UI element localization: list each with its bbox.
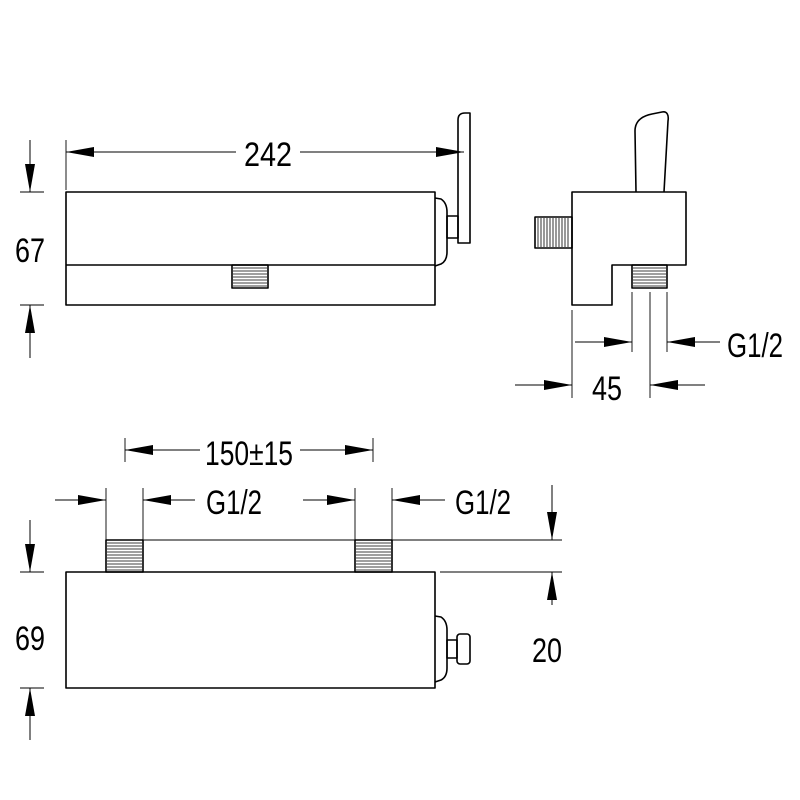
- side-inlet-thread-outline: [534, 216, 573, 249]
- dim-front-length-label: 242: [244, 136, 292, 174]
- front-thread-hatch: [233, 267, 267, 287]
- top-end-cap: [434, 615, 448, 683]
- dim-side-thread-label: G1/2: [727, 327, 783, 365]
- side-handle-lever: [634, 111, 670, 193]
- top-thread-right-hatch: [356, 542, 391, 571]
- side-outlet-thread-hatch: [633, 267, 666, 287]
- dim-top-spacing: 150±15: [124, 435, 374, 473]
- dim-top-thread-right-label: G1/2: [455, 484, 511, 522]
- dim-front-height-label: 67: [15, 232, 45, 270]
- front-handle-plate: [457, 112, 471, 244]
- dim-front-length: 242: [65, 136, 464, 190]
- top-thread-right-outline: [354, 539, 393, 573]
- side-view: G1/2 45: [515, 111, 783, 408]
- top-inlet-thread-right: [354, 539, 393, 573]
- dim-top-height-label: 69: [15, 620, 45, 658]
- side-outlet-thread: [631, 264, 668, 289]
- top-body: [65, 571, 436, 689]
- dim-top-thread-left-label: G1/2: [206, 484, 262, 522]
- top-inlet-thread-left: [105, 539, 144, 573]
- dim-top-spacing-label: 150±15: [205, 435, 293, 473]
- side-inlet-thread: [534, 216, 573, 249]
- dim-top-thread-height: 20: [143, 485, 562, 670]
- top-thread-left-hatch: [107, 542, 142, 571]
- dim-side-depth: 45: [515, 292, 705, 408]
- front-outlet-thread: [231, 264, 269, 289]
- top-handle-stem: [446, 639, 458, 659]
- top-handle-knob: [456, 633, 471, 665]
- front-handle-stem: [446, 215, 459, 239]
- dim-top-thread-height-label: 20: [532, 632, 562, 670]
- top-thread-left-outline: [105, 539, 144, 573]
- front-thread-outline: [231, 264, 269, 289]
- front-end-cap: [434, 197, 448, 267]
- side-inlet-thread-hatch: [537, 218, 569, 247]
- dim-top-thread-right: G1/2: [303, 484, 511, 540]
- dim-front-height: 67: [15, 140, 45, 358]
- top-view: 150±15 G1/2 G1/2 69: [15, 435, 562, 740]
- front-view: 242 67: [15, 112, 471, 358]
- front-body: [65, 191, 436, 306]
- dim-top-height: 69: [15, 520, 45, 740]
- side-outlet-thread-outline: [631, 264, 668, 289]
- side-body: [571, 191, 687, 306]
- dim-side-depth-label: 45: [592, 370, 622, 408]
- dim-side-thread: G1/2: [575, 292, 783, 365]
- dim-top-thread-left: G1/2: [55, 484, 262, 540]
